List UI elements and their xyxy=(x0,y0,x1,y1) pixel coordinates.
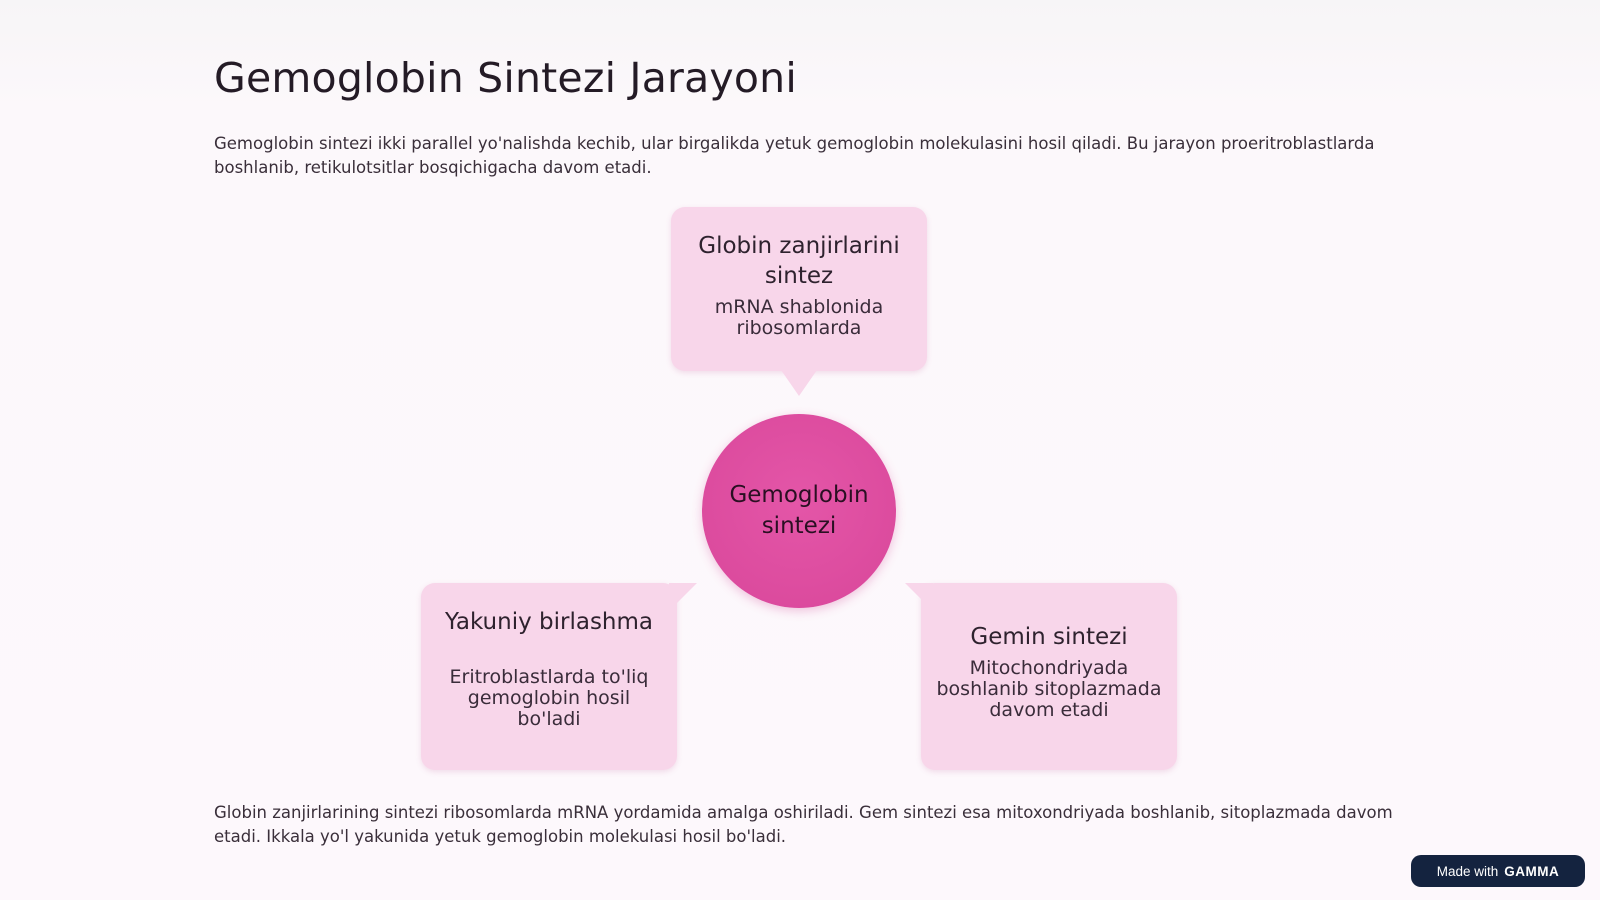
card-description: Mitochondriyada boshlanib sitoplazmada d… xyxy=(936,657,1162,721)
summary-paragraph: Globin zanjirlarining sintezi ribosomlar… xyxy=(214,803,1393,846)
card-title: Gemin sintezi xyxy=(970,624,1128,650)
card-title: Globin zanjirlarini sintez xyxy=(698,233,900,289)
hub-circle: Gemoglobin sintezi xyxy=(702,414,896,608)
intro-paragraph: Gemoglobin sintezi ikki parallel yo'nali… xyxy=(214,134,1375,177)
card-title: Yakuniy birlashma xyxy=(444,609,654,635)
page-title: Gemoglobin Sintezi Jarayoni xyxy=(214,54,797,102)
made-with-gamma-badge[interactable]: Made with GAMMA xyxy=(1411,855,1585,887)
card-globin-synthesis: Globin zanjirlarini sintez mRNA shabloni… xyxy=(671,207,927,371)
card-right-pointer xyxy=(905,583,933,611)
card-description: Eritroblastlarda to'liq gemoglobin hosil… xyxy=(449,666,649,730)
card-description: mRNA shablonida ribosomlarda xyxy=(714,296,884,339)
gamma-logo: GAMMA xyxy=(1504,863,1560,879)
badge-prefix: Made with xyxy=(1436,863,1499,879)
card-final-assembly: Yakuniy birlashma Eritroblastlarda to'li… xyxy=(421,583,677,770)
hub-label: Gemoglobin sintezi xyxy=(729,482,869,539)
card-top-pointer xyxy=(781,370,817,396)
card-heme-synthesis: Gemin sintezi Mitochondriyada boshlanib … xyxy=(921,583,1177,770)
card-left-pointer xyxy=(669,583,697,611)
